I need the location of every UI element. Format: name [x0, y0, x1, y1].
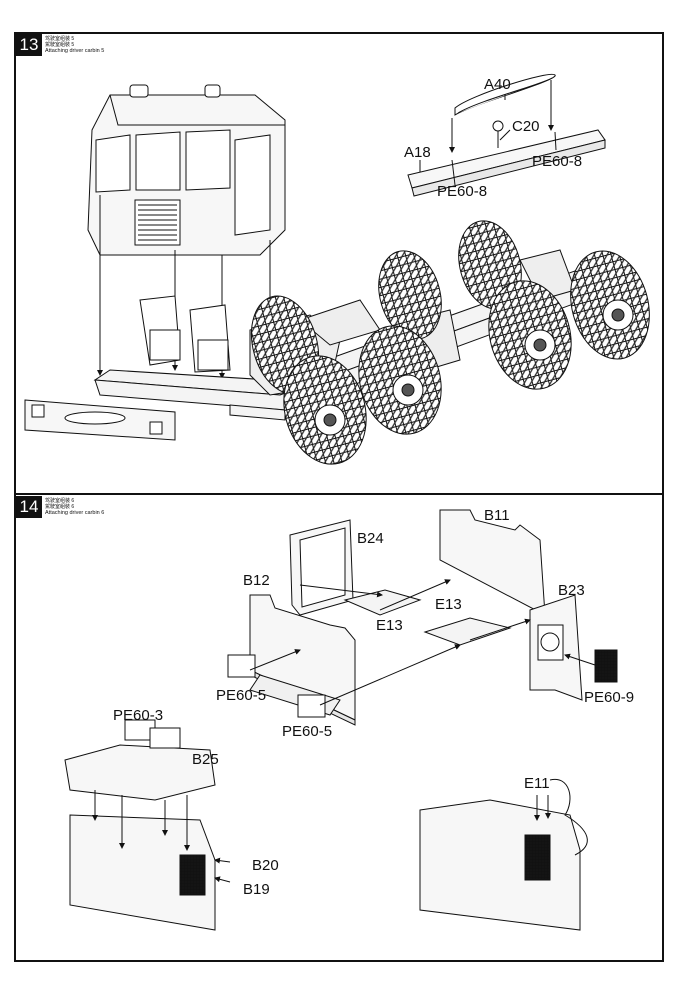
step-number: 13: [16, 34, 42, 56]
part-label-pe60-5-right: PE60-5: [282, 723, 333, 740]
part-label-pe60-5-left: PE60-5: [216, 687, 267, 704]
e13-plates: [343, 589, 512, 646]
caption-en: Attaching driver carbin 6: [45, 510, 105, 516]
part-label-pe60-9: PE60-9: [584, 689, 635, 706]
step-13-header: 13 驾驶室组装 5 駕駛室組裝 5 Attaching driver carb…: [16, 34, 104, 56]
part-label-b12: B12: [243, 572, 270, 589]
caption-cn-2: 駕駛室組裝 5: [45, 42, 75, 48]
step-number: 14: [16, 496, 42, 518]
part-label-a40: A40: [484, 76, 511, 93]
caption-cn-1: 驾驶室组装 5: [45, 36, 75, 42]
step-caption: 驾驶室组装 6 駕駛室組裝 6 Attaching driver carbin …: [45, 498, 104, 516]
part-label-a18: A18: [404, 144, 431, 161]
part-label-b11: B11: [484, 507, 510, 524]
front-panel: [24, 399, 176, 441]
b11-panel: [439, 509, 546, 616]
instruction-page-frame: [14, 32, 664, 962]
caption-cn-2: 駕駛室組裝 6: [45, 504, 75, 510]
pe60-5-plate-1: [227, 654, 256, 678]
part-label-b19: B19: [243, 881, 270, 898]
cab-assembly-right: [419, 778, 588, 931]
wheels: [250, 220, 650, 465]
part-label-b20: B20: [252, 857, 279, 874]
part-label-pe60-3: PE60-3: [113, 707, 164, 724]
step-caption: 驾驶室组装 5 駕駛室組裝 5 Attaching driver carbin …: [45, 36, 104, 54]
part-label-e13-left: E13: [376, 617, 403, 634]
part-label-pe60-8-left: PE60-8: [437, 183, 488, 200]
part-label-e13-right: E13: [435, 596, 462, 613]
part-label-b23: B23: [558, 582, 585, 599]
b23-panel: [529, 594, 583, 701]
step-14-header: 14 驾驶室组装 6 駕駛室組裝 6 Attaching driver carb…: [16, 496, 104, 518]
part-label-pe60-8-right: PE60-8: [532, 153, 583, 170]
part-label-b25: B25: [192, 751, 219, 768]
pe60-9-mesh: [594, 649, 618, 683]
caption-cn-1: 驾驶室组装 6: [45, 498, 75, 504]
cab-body: [87, 84, 286, 256]
part-label-c20: C20: [512, 118, 540, 135]
part-label-e11: E11: [524, 775, 550, 792]
part-label-b24: B24: [357, 530, 384, 547]
pe60-5-plate-2: [297, 694, 326, 718]
b24-panel: [289, 519, 354, 616]
step-divider: [14, 493, 664, 495]
cab-assembly-left: [64, 719, 231, 931]
caption-en: Attaching driver carbin 5: [45, 48, 105, 54]
